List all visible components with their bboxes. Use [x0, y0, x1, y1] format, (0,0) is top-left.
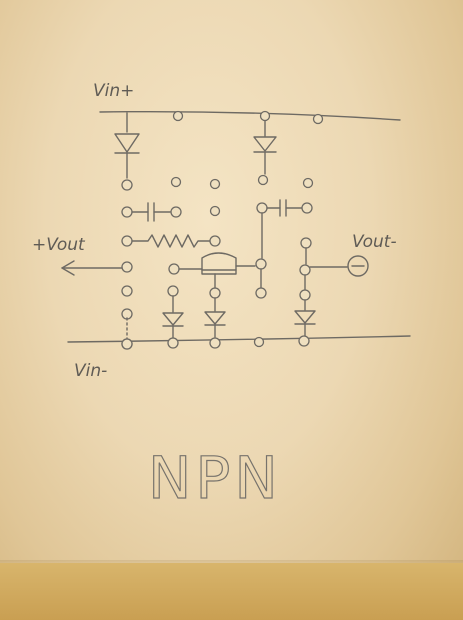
- bottom-rail-extras: [121, 338, 133, 350]
- column-1: [114, 112, 140, 350]
- label-vout-plus: +Vout: [32, 235, 86, 255]
- diode-1-symbol: [114, 133, 140, 153]
- capacitor-1: [131, 202, 171, 222]
- table-surface: [0, 563, 463, 620]
- diode-2-symbol: [162, 312, 184, 326]
- diode-4-symbol: [253, 136, 277, 152]
- column-3: [204, 178, 226, 349]
- diode-3-symbol: [204, 311, 226, 325]
- vout-minus-terminal: [309, 255, 369, 277]
- diode-5-symbol: [294, 310, 316, 324]
- capacitor-2: [266, 199, 303, 217]
- vin-minus-rail: [67, 335, 411, 343]
- top-rail-nodes: [172, 110, 324, 125]
- label-vin-minus: Vin-: [74, 361, 107, 381]
- label-vin-plus: Vin+: [93, 81, 134, 101]
- column-5: [294, 177, 316, 347]
- column-2: [162, 176, 184, 349]
- label-vout-minus: Vout-: [352, 232, 397, 252]
- resistor-1: [131, 234, 211, 248]
- vin-plus-rail: [99, 110, 401, 121]
- vout-plus-arrow: [61, 260, 123, 276]
- column-4: [253, 120, 277, 348]
- transistor-npn: [178, 252, 256, 289]
- label-transistor-type: NPN: [148, 444, 282, 512]
